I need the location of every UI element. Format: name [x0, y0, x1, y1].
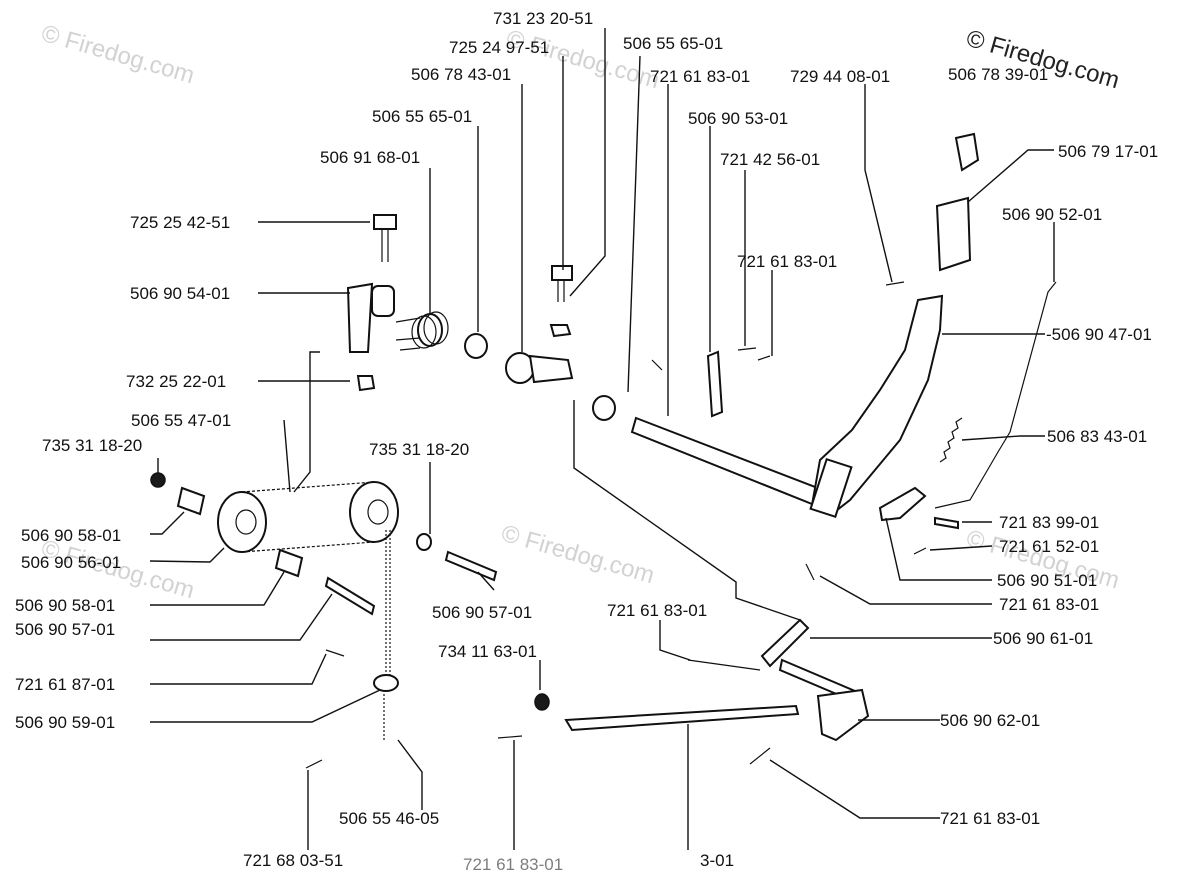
watermark-ghost-1: © Firedog.com	[38, 20, 197, 89]
grip-knob	[954, 132, 980, 172]
label-721-61-87-01: 721 61 87-01	[15, 675, 115, 694]
label-506-90-47-01: -506 90 47-01	[1046, 325, 1152, 344]
watermark-ghost-2: © Firedog.com	[498, 520, 657, 589]
label-506-55-47-01: 506 55 47-01	[131, 411, 231, 430]
label-506-91-68-01: 506 91 68-01	[320, 148, 420, 167]
clip-721-61-83-top	[651, 359, 663, 371]
label-506-90-57-01-b: 506 90 57-01	[15, 620, 115, 639]
label-734-11-63-01: 734 11 63-01	[438, 642, 537, 661]
link-rod-lower	[564, 704, 800, 732]
clip-721-61-83-shaft	[757, 355, 771, 361]
callout-labels: 731 23 20-51 725 24 97-51 506 78 43-01 5…	[15, 9, 1158, 874]
label-506-78-39-01: 506 78 39-01	[948, 65, 1048, 84]
plate-506-90-62	[816, 688, 870, 742]
clip-721-61-83-low	[749, 747, 771, 765]
label-721-61-52-01: 721 61 52-01	[999, 537, 1099, 556]
pin-721-68-03	[305, 759, 323, 769]
pulley-506-90-56	[217, 491, 267, 553]
label-721-42-56-01: 721 42 56-01	[720, 150, 820, 169]
clip-lower-left	[497, 735, 523, 739]
bracket-506-90-51	[878, 486, 927, 522]
label-506-90-62-01: 506 90 62-01	[940, 711, 1040, 730]
label-731-23-20-51: 731 23 20-51	[493, 9, 593, 28]
label-721-61-83-01-cut: 721 61 83-01	[463, 855, 563, 874]
label-721-68-03-51: 721 68 03-51	[243, 851, 343, 870]
label-506-90-58-01-a: 506 90 58-01	[21, 526, 121, 545]
label-506-55-65-01-b: 506 55 65-01	[623, 34, 723, 53]
label-721-61-83-01-e: 721 61 83-01	[940, 809, 1040, 828]
leader-lines	[149, 28, 1055, 850]
pin-506-90-57-a	[444, 550, 498, 582]
bolt-shank	[381, 229, 389, 262]
link-rod-506-90-61	[760, 618, 810, 668]
label-506-79-17-01: 506 79 17-01	[1058, 142, 1158, 161]
label-506-78-43-01: 506 78 43-01	[411, 65, 511, 84]
bracket-sleeve	[371, 285, 395, 317]
bolt-head-725-25-42	[373, 214, 397, 230]
label-732-25-22-01: 732 25 22-01	[126, 372, 226, 391]
handle-bracket	[809, 457, 853, 519]
belt	[241, 481, 375, 553]
clip-721-61-83-mid	[687, 659, 761, 671]
label-506-90-59-01: 506 90 59-01	[15, 713, 115, 732]
bracket-506-90-54	[346, 282, 374, 353]
bolt-721-83-99	[934, 516, 959, 530]
rod-506-90-52	[934, 281, 1057, 509]
spring-506-83-43	[939, 417, 963, 463]
label-506-90-58-01-b: 506 90 58-01	[15, 596, 115, 615]
label-506-90-56-01: 506 90 56-01	[21, 553, 121, 572]
label-725-24-97-51: 725 24 97-51	[449, 38, 549, 57]
pin-721-42-56	[737, 347, 757, 351]
clip-721-61-52	[913, 547, 927, 555]
pulley-right	[349, 481, 399, 543]
spacer-506-90-58-b	[274, 548, 304, 578]
label-506-90-57-01-a: 506 90 57-01	[432, 603, 532, 622]
label-506-90-52-01: 506 90 52-01	[1002, 205, 1102, 224]
threaded-rod-506-55-46	[385, 530, 391, 680]
pin-506-90-53	[706, 350, 724, 418]
spacer-506-90-58-a	[176, 486, 206, 516]
nut-735-31-18-a	[150, 472, 166, 488]
label-725-25-42-51: 725 25 42-51	[130, 213, 230, 232]
main-shaft	[630, 416, 830, 510]
label-721-61-83-01-b: 721 61 83-01	[737, 252, 837, 271]
nut-734-11-63	[534, 693, 550, 711]
label-partial-3-01: 3-01	[700, 851, 734, 870]
bushing-506-55-65-b	[592, 395, 616, 421]
pin-721-61-87	[325, 649, 345, 657]
label-729-44-08-01: 729 44 08-01	[790, 67, 890, 86]
label-721-61-83-01-a: 721 61 83-01	[650, 67, 750, 86]
label-735-31-18-20-a: 735 31 18-20	[42, 436, 142, 455]
clip-729-44-08	[885, 281, 905, 286]
label-735-31-18-20-b: 735 31 18-20	[369, 440, 469, 459]
label-506-90-53-01: 506 90 53-01	[688, 109, 788, 128]
label-506-90-61-01: 506 90 61-01	[993, 629, 1093, 648]
label-506-55-46-05: 506 55 46-05	[339, 809, 439, 828]
label-721-83-99-01: 721 83 99-01	[999, 513, 1099, 532]
parts-drawing	[150, 132, 1057, 769]
spring-legs	[395, 317, 421, 351]
nut-731-23-20	[549, 324, 572, 338]
arm-plate	[528, 354, 574, 384]
label-506-55-65-01-a: 506 55 65-01	[372, 107, 472, 126]
label-506-90-54-01: 506 90 54-01	[130, 284, 230, 303]
label-506-90-51-01: 506 90 51-01	[997, 571, 1097, 590]
bolt-725-24-97	[551, 265, 573, 281]
label-506-83-43-01: 506 83 43-01	[1047, 427, 1147, 446]
pin-506-90-57-b	[324, 576, 376, 616]
knob-506-90-59	[373, 674, 399, 692]
clip-721-61-83-upper	[805, 563, 815, 581]
label-721-61-83-01-c: 721 61 83-01	[999, 595, 1099, 614]
nut-732-25-22	[356, 375, 376, 392]
nut-735-31-18-b	[416, 533, 432, 551]
bushing-506-55-65-a	[464, 333, 488, 359]
handle-grip	[935, 196, 972, 272]
label-721-61-83-01-d: 721 61 83-01	[607, 601, 707, 620]
